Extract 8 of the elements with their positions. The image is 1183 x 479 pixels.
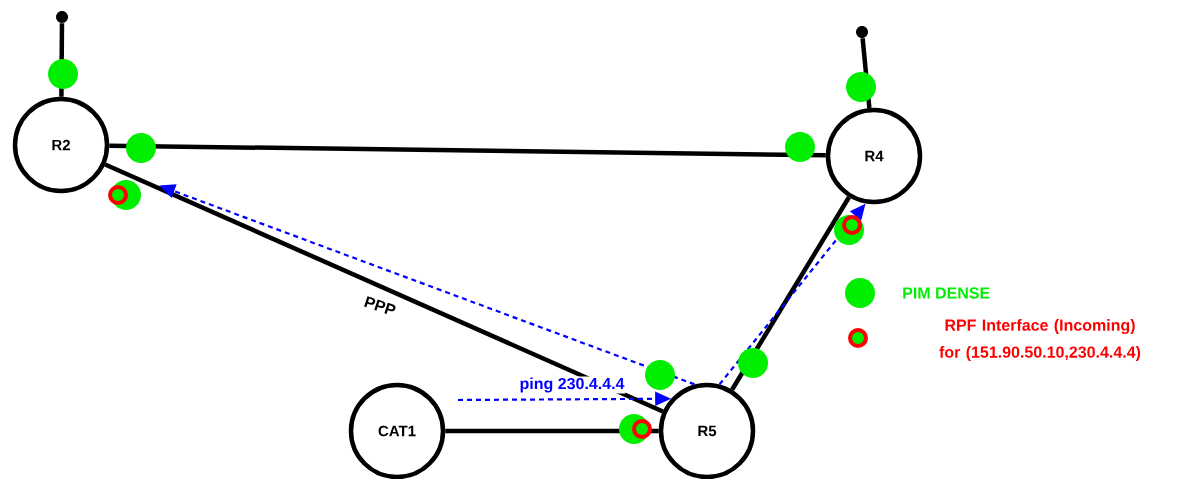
legend-label: PIM DENSE bbox=[903, 287, 990, 299]
link-line bbox=[104, 162, 664, 414]
link-line bbox=[445, 428, 659, 434]
legend-label: RPF Interface (Incoming) for (151.90.50.10,230.4.4.4) bbox=[939, 319, 1141, 361]
edge-label: ping 230.4.4.4 bbox=[518, 376, 626, 394]
edge-label: PPP bbox=[361, 294, 399, 318]
link-line bbox=[109, 143, 826, 158]
link-line bbox=[730, 196, 851, 391]
